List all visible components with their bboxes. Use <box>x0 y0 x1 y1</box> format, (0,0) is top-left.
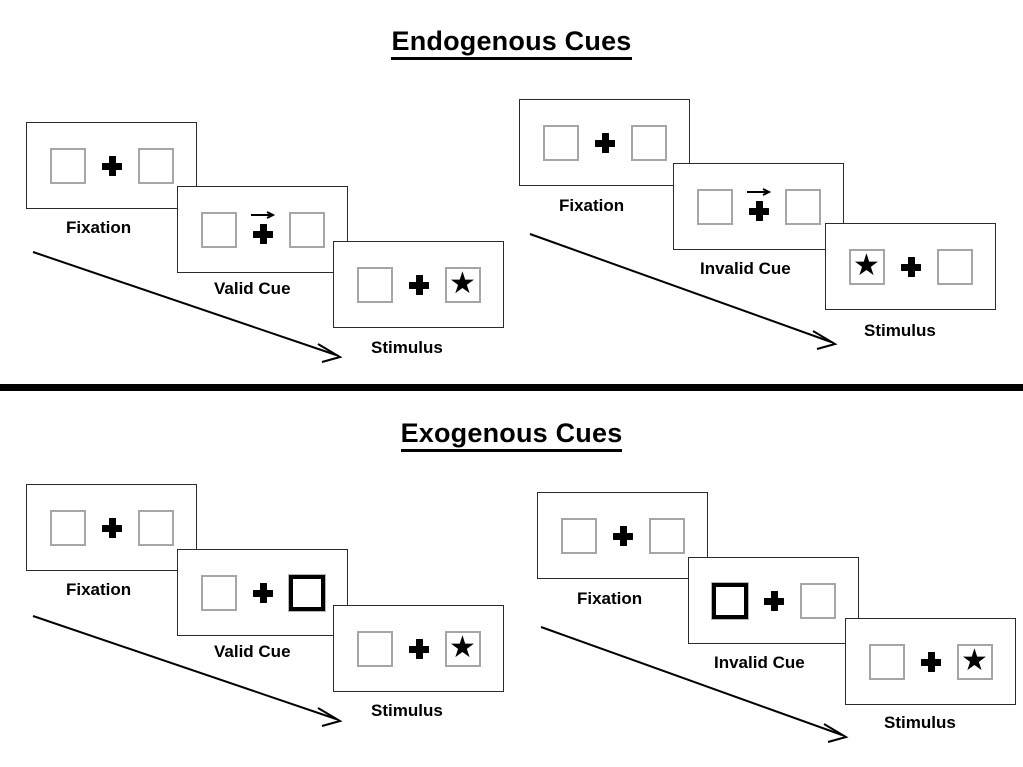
fixation-cross <box>250 575 276 611</box>
frame-exogenous-valid-fixation <box>26 484 197 571</box>
section-title-exogenous-text: Exogenous Cues <box>400 418 623 452</box>
left-target-box <box>542 124 579 161</box>
frame-endogenous-invalid-fixation <box>519 99 690 186</box>
caption-endogenous-invalid-stimulus: Stimulus <box>864 321 936 340</box>
caption-exogenous-invalid-cue: Invalid Cue <box>714 653 805 672</box>
caption-endogenous-invalid-fixation: Fixation <box>559 196 625 215</box>
caption-endogenous-invalid-cue: Invalid Cue <box>700 259 791 278</box>
caption-exogenous-invalid-fixation: Fixation <box>577 589 643 608</box>
frame-endogenous-valid-cue <box>177 186 348 273</box>
left-target-box <box>356 266 393 303</box>
right-target-box-with-star: ★ <box>444 266 481 303</box>
exogenous-invalid-time-arrow <box>540 626 849 743</box>
star-icon: ★ <box>853 248 880 282</box>
left-target-box-cued <box>710 581 749 620</box>
left-target-box <box>49 147 86 184</box>
caption-endogenous-valid-cue: Valid Cue <box>214 279 291 298</box>
frame-exogenous-invalid-cue <box>688 557 859 644</box>
section-title-exogenous: Exogenous Cues <box>0 418 1023 452</box>
caption-exogenous-valid-cue: Valid Cue <box>214 642 291 661</box>
frame-exogenous-valid-cue <box>177 549 348 636</box>
fixation-cross <box>406 267 432 303</box>
right-target-box <box>630 124 667 161</box>
right-target-box <box>288 211 325 248</box>
left-target-box <box>356 630 393 667</box>
section-title-endogenous-text: Endogenous Cues <box>391 26 632 60</box>
exogenous-valid-time-arrow <box>32 615 343 727</box>
fixation-cross-with-cue-arrow <box>250 210 276 248</box>
right-target-box-with-star: ★ <box>956 643 993 680</box>
frame-exogenous-invalid-stimulus: ★ <box>845 618 1016 705</box>
left-target-box <box>868 643 905 680</box>
right-target-box-cued <box>287 573 326 612</box>
star-icon: ★ <box>449 630 476 664</box>
frame-endogenous-valid-stimulus: ★ <box>333 241 504 328</box>
right-target-box <box>799 582 836 619</box>
caption-endogenous-valid-stimulus: Stimulus <box>371 338 443 357</box>
frame-endogenous-valid-fixation <box>26 122 197 209</box>
fixation-cross <box>898 249 924 285</box>
caption-endogenous-valid-fixation: Fixation <box>66 218 132 237</box>
frame-exogenous-invalid-fixation <box>537 492 708 579</box>
fixation-cross <box>610 518 636 554</box>
fixation-cross <box>99 510 125 546</box>
fixation-cross-with-cue-arrow <box>746 187 772 225</box>
left-target-box-with-star: ★ <box>848 248 885 285</box>
left-target-box <box>200 211 237 248</box>
left-target-box <box>200 574 237 611</box>
left-target-box <box>49 509 86 546</box>
right-target-box <box>137 147 174 184</box>
caption-exogenous-valid-stimulus: Stimulus <box>371 701 443 720</box>
section-divider <box>0 384 1023 391</box>
right-target-box <box>784 188 821 225</box>
star-icon: ★ <box>961 643 988 677</box>
fixation-cross <box>761 583 787 619</box>
frame-endogenous-invalid-stimulus: ★ <box>825 223 996 310</box>
fixation-cross <box>592 125 618 161</box>
endogenous-invalid-time-arrow <box>529 233 838 350</box>
left-target-box <box>560 517 597 554</box>
caption-exogenous-invalid-stimulus: Stimulus <box>884 713 956 732</box>
right-target-box <box>936 248 973 285</box>
star-icon: ★ <box>449 266 476 300</box>
right-arrow-icon <box>746 187 771 196</box>
fixation-cross <box>406 631 432 667</box>
endogenous-valid-time-arrow <box>32 251 343 363</box>
caption-exogenous-valid-fixation: Fixation <box>66 580 132 599</box>
frame-exogenous-valid-stimulus: ★ <box>333 605 504 692</box>
left-target-box <box>696 188 733 225</box>
fixation-cross <box>918 644 944 680</box>
right-target-box <box>137 509 174 546</box>
section-title-endogenous: Endogenous Cues <box>0 26 1023 60</box>
fixation-cross <box>99 148 125 184</box>
frame-endogenous-invalid-cue <box>673 163 844 250</box>
right-target-box <box>648 517 685 554</box>
right-target-box-with-star: ★ <box>444 630 481 667</box>
right-arrow-icon <box>250 210 275 219</box>
